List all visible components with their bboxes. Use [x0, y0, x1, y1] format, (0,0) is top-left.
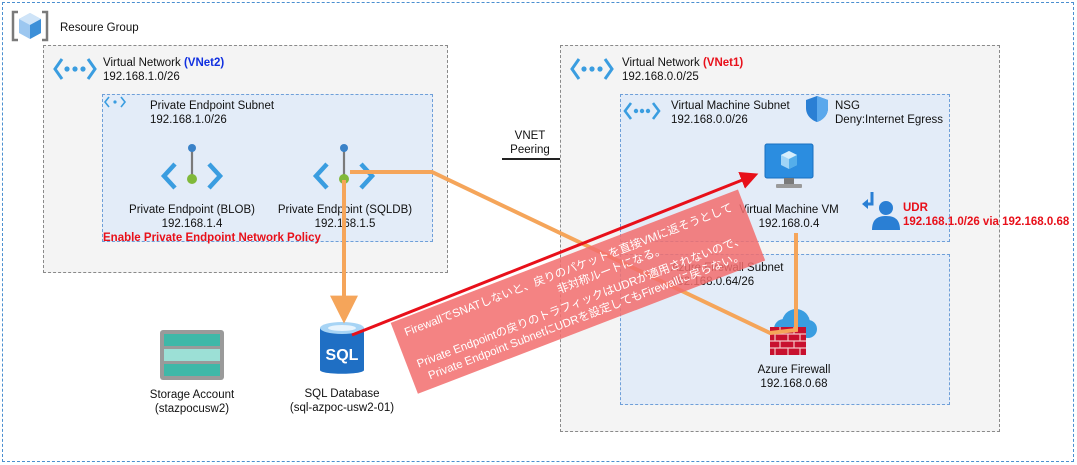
- vnet2-tag: (VNet2): [183, 57, 225, 69]
- storage-name: (stazpocusw2): [154, 403, 230, 415]
- vnet1-tag: (VNet1): [702, 57, 744, 69]
- subnet-icon: [103, 96, 127, 108]
- nsg-label: NSG: [835, 100, 860, 112]
- vm-to-sqldb-flow: [350, 170, 798, 336]
- pe-subnet-cidr: 192.168.1.0/26: [150, 114, 227, 126]
- vm-subnet-icon: [623, 102, 661, 120]
- vm-ip: 192.168.0.4: [758, 218, 820, 230]
- vm-subnet-label: Virtual Machine Subnet: [671, 100, 790, 112]
- private-endpoint-subnet: [102, 94, 433, 242]
- sql-icon-text: SQL: [326, 347, 359, 364]
- resource-group-icon: [11, 10, 49, 42]
- private-endpoint-blob-icon: [160, 144, 224, 190]
- vnet1-icon: [570, 58, 614, 80]
- vnet1-label: Virtual Network: [622, 57, 700, 69]
- udr-label: UDR: [903, 202, 928, 214]
- udr-route: 192.168.1.0/26 via 192.168.0.68: [903, 216, 1070, 228]
- vnet2-label: Virtual Network: [103, 57, 181, 69]
- virtual-machine-icon: [764, 143, 814, 188]
- peering-line2: Peering: [510, 144, 550, 156]
- private-endpoint-sqldb-icon: [312, 144, 376, 190]
- peering-connector: [502, 158, 560, 160]
- sql-database-icon: SQL: [320, 322, 364, 374]
- resource-group-label: Resoure Group: [60, 22, 139, 34]
- vm-subnet-cidr: 192.168.0.0/26: [671, 114, 748, 126]
- vnet1-cidr: 192.168.0.0/25: [622, 71, 699, 83]
- vnet2-cidr: 192.168.1.0/26: [103, 71, 180, 83]
- vnet2-icon: [53, 58, 97, 80]
- peering-line1: VNET: [514, 130, 546, 142]
- vm-label: Virtual Machine VM: [739, 204, 839, 216]
- vnet2-title: Virtual Network (VNet2): [103, 56, 224, 70]
- vnet1-title: Virtual Network (VNet1): [622, 56, 743, 70]
- nsg-rule: Deny:Internet Egress: [835, 114, 944, 126]
- nsg-shield-icon: [806, 96, 828, 122]
- sql-name: (sql-azpoc-usw2-01): [289, 402, 395, 414]
- storage-account-icon: [160, 330, 224, 380]
- network-policy-note: Enable Private Endpoint Network Policy: [103, 232, 321, 244]
- pe-blob-ip: 192.168.1.4: [161, 218, 223, 230]
- storage-label: Storage Account: [149, 389, 235, 401]
- sql-label: SQL Database: [304, 388, 380, 400]
- pe-blob-label: Private Endpoint (BLOB): [129, 204, 255, 216]
- pe-subnet-label: Private Endpoint Subnet: [150, 100, 275, 112]
- firewall-label: Azure Firewall: [757, 364, 831, 376]
- firewall-ip: 192.168.0.68: [760, 378, 828, 390]
- return-path-arrow: [351, 171, 759, 337]
- udr-route-icon: [862, 192, 900, 230]
